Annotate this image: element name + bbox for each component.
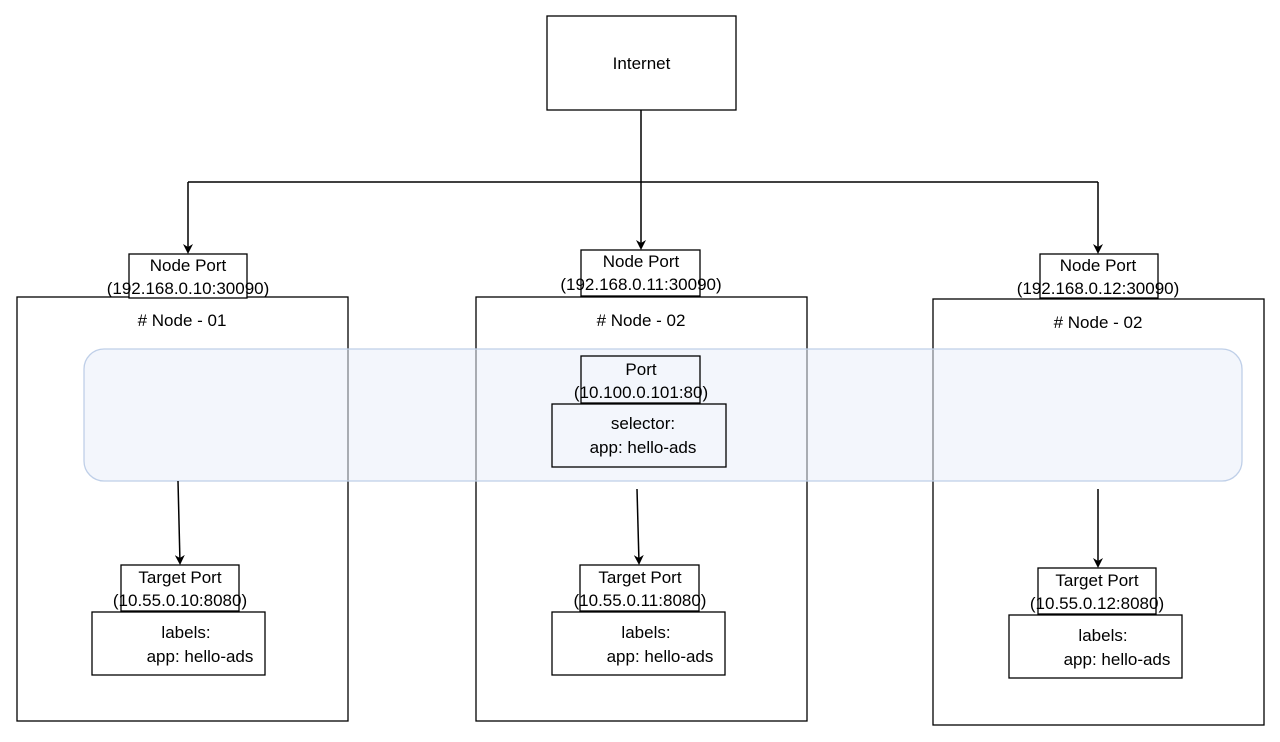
node-port-01-label: Node Port bbox=[150, 256, 227, 275]
service-selector-line2: app: hello-ads bbox=[590, 438, 697, 457]
pod-labels-01-line2: app: hello-ads bbox=[147, 647, 254, 666]
node-02-title: # Node - 02 bbox=[597, 311, 686, 330]
node-port-03[interactable]: Node Port (192.168.0.12:30090) bbox=[1017, 253, 1180, 299]
node-port-02-label: Node Port bbox=[603, 252, 680, 271]
target-port-02[interactable]: Target Port (10.55.0.11:8080) bbox=[574, 564, 707, 612]
internet-edges bbox=[183, 110, 1103, 254]
target-port-03-address: (10.55.0.12:8080) bbox=[1030, 594, 1164, 613]
target-port-01-address: (10.55.0.10:8080) bbox=[113, 591, 247, 610]
pod-labels-01[interactable]: labels: app: hello-ads bbox=[91, 611, 266, 676]
internet-label: Internet bbox=[613, 54, 671, 73]
node-port-02[interactable]: Node Port (192.168.0.11:30090) bbox=[560, 249, 722, 297]
internet-box[interactable]: Internet bbox=[546, 15, 737, 111]
pod-labels-02-line1: labels: bbox=[621, 623, 670, 642]
node-port-01-address: (192.168.0.10:30090) bbox=[107, 279, 270, 298]
pod-labels-01-line1: labels: bbox=[161, 623, 210, 642]
target-port-01-label: Target Port bbox=[138, 568, 221, 587]
pod-labels-03[interactable]: labels: app: hello-ads bbox=[1008, 614, 1183, 679]
pod-labels-02-line2: app: hello-ads bbox=[607, 647, 714, 666]
node-port-03-label: Node Port bbox=[1060, 256, 1137, 275]
service-port-label: Port bbox=[625, 360, 656, 379]
pod-labels-03-line1: labels: bbox=[1078, 626, 1127, 645]
target-port-01[interactable]: Target Port (10.55.0.10:8080) bbox=[113, 564, 247, 612]
target-port-03-label: Target Port bbox=[1055, 571, 1138, 590]
service-selector-line1: selector: bbox=[611, 414, 675, 433]
service-band[interactable] bbox=[83, 348, 1243, 482]
pod-labels-02[interactable]: labels: app: hello-ads bbox=[551, 611, 726, 676]
node-01-title: # Node - 01 bbox=[138, 311, 227, 330]
service-port-address: (10.100.0.101:80) bbox=[574, 383, 708, 402]
edge-to-target-port-01 bbox=[174, 480, 185, 565]
target-port-03[interactable]: Target Port (10.55.0.12:8080) bbox=[1030, 567, 1164, 615]
node-port-03-address: (192.168.0.12:30090) bbox=[1017, 279, 1180, 298]
node-03-title: # Node - 02 bbox=[1054, 313, 1143, 332]
edge-to-target-port-02 bbox=[633, 488, 644, 565]
target-port-02-label: Target Port bbox=[598, 568, 681, 587]
node-port-01[interactable]: Node Port (192.168.0.10:30090) bbox=[107, 253, 270, 299]
pod-labels-03-line2: app: hello-ads bbox=[1064, 650, 1171, 669]
node-port-02-address: (192.168.0.11:30090) bbox=[560, 275, 721, 294]
service-port[interactable]: Port (10.100.0.101:80) bbox=[574, 355, 708, 404]
target-port-02-address: (10.55.0.11:8080) bbox=[574, 591, 707, 610]
service-selector[interactable]: selector: app: hello-ads bbox=[551, 403, 727, 468]
